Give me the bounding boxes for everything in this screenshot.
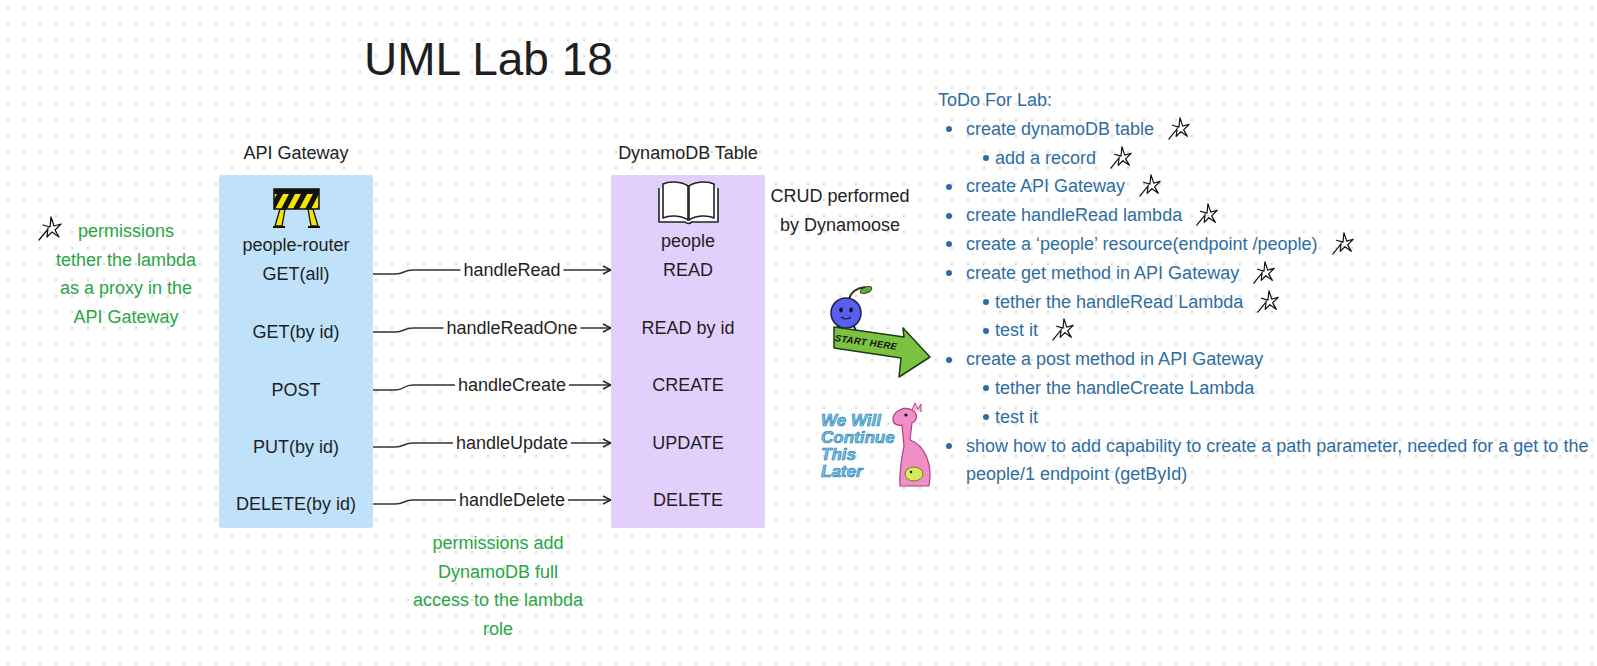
method-row: DELETE(by id): [219, 489, 373, 519]
sticker-text: We Will Continue This Later: [821, 411, 895, 481]
box-subtitle-holder: people: [611, 228, 765, 254]
todo-text: create get method in API Gateway: [966, 263, 1239, 283]
connector-label-holder: handleCreate: [455, 373, 569, 397]
permission-note-holder: permissions add DynamoDB full access to …: [410, 529, 586, 643]
method-row: CREATE: [611, 370, 765, 400]
todo-text: create API Gateway: [966, 176, 1125, 196]
method-row: UPDATE: [611, 428, 765, 458]
method-row: DELETE: [611, 485, 765, 515]
connector-label-holder: handleReadOne: [443, 316, 580, 340]
todo-text: create dynamoDB table: [966, 119, 1154, 139]
start-here-holder: START HERE: [834, 332, 898, 352]
barrier-icon: [271, 186, 322, 230]
todo-item: test it: [938, 403, 1589, 432]
box-subtitle: people-router: [242, 235, 349, 255]
check-scribble: [1251, 259, 1277, 285]
sticker-text-holder: We Will Continue This Later: [821, 412, 898, 480]
box-heading-holder: DynamoDB Table: [571, 140, 805, 166]
row-label: READ by id: [641, 316, 734, 340]
method-row: READ by id: [611, 313, 765, 343]
row-label: CREATE: [652, 373, 724, 397]
method-row: GET(all): [219, 259, 373, 289]
todo-text: tether the handleRead Lambda: [995, 292, 1243, 312]
connector-label: handleUpdate: [453, 433, 571, 453]
box-heading: API Gateway: [243, 143, 348, 163]
connector-label-holder: handleDelete: [456, 488, 568, 512]
todo-item: tether the handleCreate Lambda: [938, 374, 1589, 403]
check-scribble: [39, 217, 61, 240]
todo-item: show how to add capability to create a p…: [938, 432, 1589, 490]
todo-item: test it: [938, 316, 1589, 345]
todo-item: create handleRead lambda: [938, 201, 1589, 230]
todo-item: create a post method in API Gateway: [938, 345, 1589, 374]
todo-text: test it: [995, 407, 1038, 427]
todo-item: tether the handleRead Lambda: [938, 288, 1589, 317]
connector-label-holder: handleRead: [460, 258, 563, 282]
todo-heading-holder: ToDo For Lab:: [938, 86, 1589, 115]
method-row: READ: [611, 255, 765, 285]
connector-label: handleCreate: [455, 375, 569, 395]
row-label: GET(by id): [252, 320, 339, 344]
api-gateway-box: API Gatewaypeople-router GET(all)GET(by …: [219, 175, 373, 528]
connector-label: handleRead: [460, 260, 563, 280]
start-here-text: START HERE: [834, 332, 898, 352]
start-arrow: [834, 327, 930, 377]
permission-note: permissions add DynamoDB full access to …: [413, 533, 583, 639]
todo-text: create a ‘people’ resource(endpoint /peo…: [966, 234, 1318, 254]
row-label: DELETE: [653, 488, 723, 512]
method-row: PUT(by id): [219, 432, 373, 462]
check-scribble: [1050, 316, 1076, 342]
box-heading: DynamoDB Table: [618, 143, 758, 163]
check-scribble: [1330, 230, 1356, 256]
check-scribble: [1166, 115, 1192, 141]
todo-item: create API Gateway: [938, 172, 1589, 201]
todo-item: create dynamoDB table: [938, 115, 1589, 144]
row-label: POST: [271, 378, 320, 402]
check-scribble: [1137, 172, 1163, 198]
row-label: PUT(by id): [253, 435, 339, 459]
check-scribble: [1255, 288, 1281, 314]
row-label: DELETE(by id): [236, 492, 356, 516]
todo-heading: ToDo For Lab:: [938, 90, 1052, 110]
crud-note-holder: CRUD performed by Dynamoose: [767, 182, 913, 239]
row-label: READ: [663, 258, 713, 282]
box-heading-holder: API Gateway: [179, 140, 413, 166]
check-scribble: [1108, 144, 1134, 170]
permission-note: permissions tether the lambda as a proxy…: [56, 221, 196, 327]
dinosaur-sticker: [893, 403, 930, 486]
todo-text: show how to add capability to create a p…: [966, 436, 1588, 485]
book-icon: [657, 178, 720, 226]
todo-item: create get method in API Gateway: [938, 259, 1589, 288]
check-scribble: [1194, 201, 1220, 227]
todo-item: create a ‘people’ resource(endpoint /peo…: [938, 230, 1589, 259]
todo-list: ToDo For Lab: create dynamoDB table add …: [938, 86, 1589, 489]
todo-text: tether the handleCreate Lambda: [995, 378, 1254, 398]
diagram-title: UML Lab 18: [364, 33, 613, 85]
crud-note: CRUD performed by Dynamoose: [770, 186, 909, 235]
method-row: GET(by id): [219, 317, 373, 347]
todo-text: create a post method in API Gateway: [966, 349, 1263, 369]
row-label: UPDATE: [652, 431, 724, 455]
box-subtitle: people: [661, 231, 715, 251]
title-holder: UML Lab 18: [364, 32, 613, 86]
todo-text: create handleRead lambda: [966, 205, 1182, 225]
box-subtitle-holder: people-router: [219, 232, 373, 258]
dynamodb-table-box: DynamoDB Tablepeople READREAD by idCREAT…: [611, 175, 765, 528]
row-label: GET(all): [263, 262, 330, 286]
permission-note-holder: permissions tether the lambda as a proxy…: [55, 217, 198, 331]
cherry-mascot: [831, 285, 873, 332]
todo-text: add a record: [995, 148, 1096, 168]
todo-text: test it: [995, 320, 1038, 340]
connector-label-holder: handleUpdate: [453, 431, 571, 455]
connector-label: handleReadOne: [443, 318, 580, 338]
connector-label: handleDelete: [456, 490, 568, 510]
todo-item: add a record: [938, 144, 1589, 173]
method-row: POST: [219, 375, 373, 405]
